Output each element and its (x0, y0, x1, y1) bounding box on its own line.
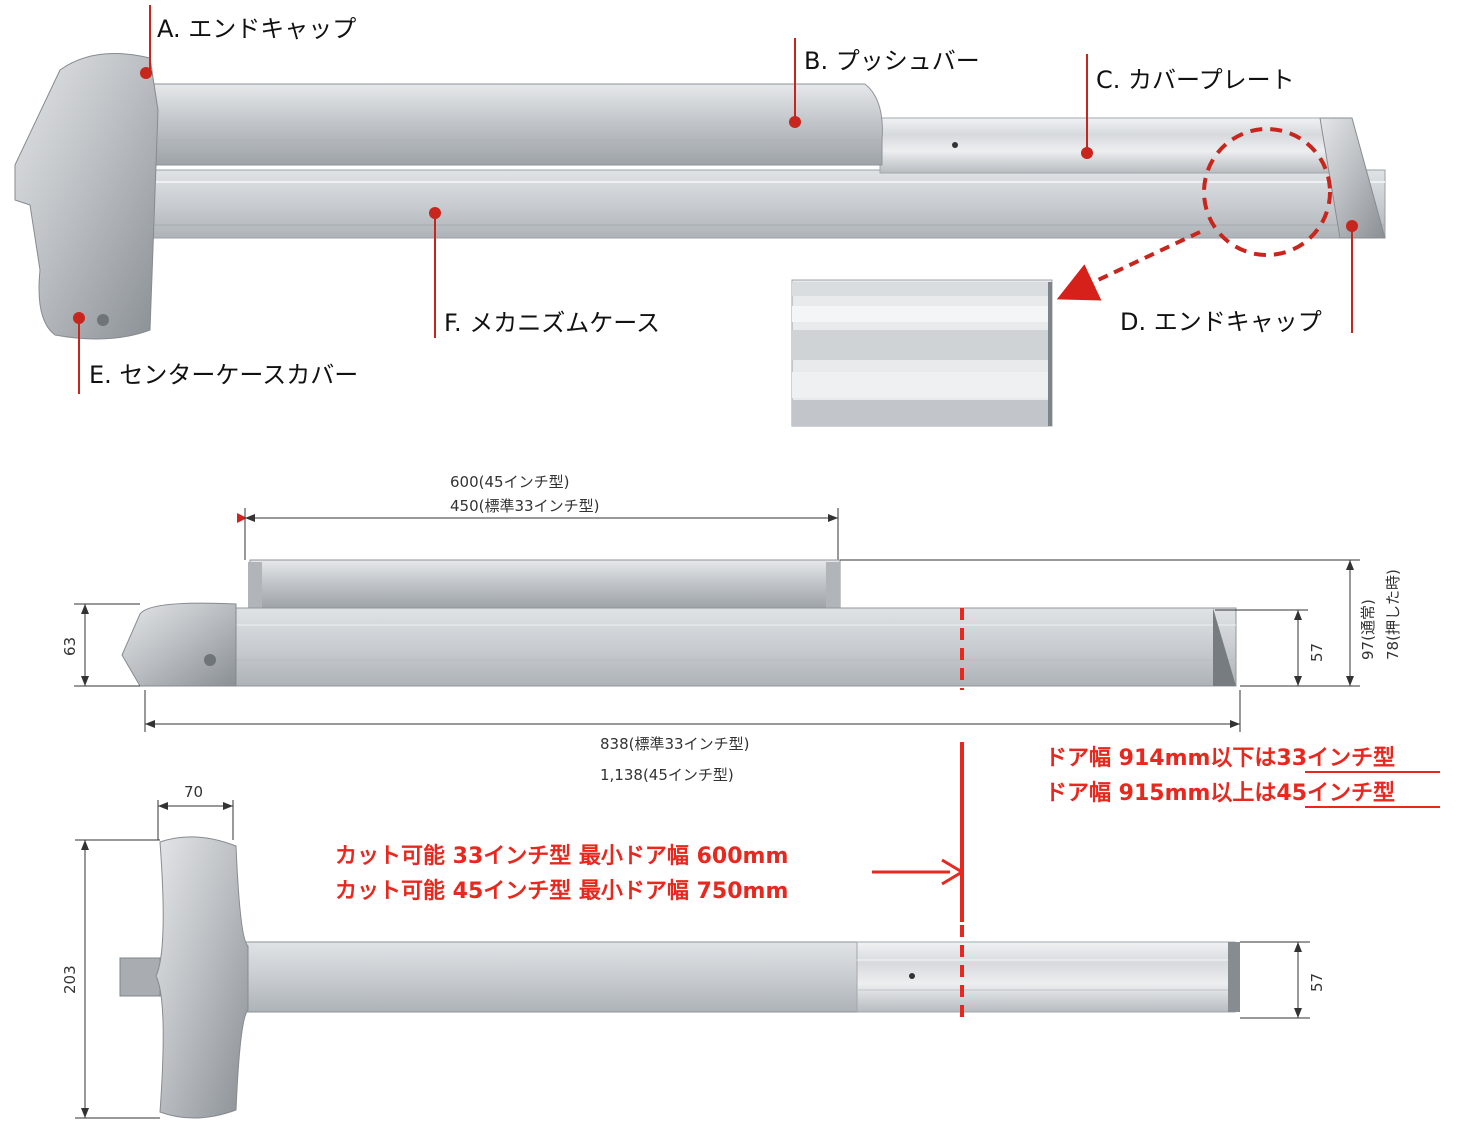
dim-height-97: 97(通常) (1359, 599, 1377, 660)
dim-height-203: 203 (61, 965, 79, 994)
dim-total-45: 1,138(45インチ型) (600, 766, 734, 784)
label-b-push-bar: B. プッシュバー (804, 47, 980, 75)
side-view: 600(45インチ型) 450(標準33インチ型) 63 57 97 (61, 473, 1402, 784)
note-door-915: ドア幅 915mm以上は45インチ型 (1045, 781, 1395, 806)
center-case (14, 53, 159, 340)
note-cut-33: カット可能 33インチ型 最小ドア幅 600mm (335, 843, 788, 869)
top-view: 70 203 カット可能 33インチ型 最小ドア幅 600mm カット可能 45… (61, 742, 1326, 1119)
dim-height-57: 57 (1308, 643, 1326, 662)
label-f-mechanism-case: F. メカニズムケース (444, 309, 660, 337)
dim-bar-std: 450(標準33インチ型) (450, 497, 599, 515)
dim-top-57: 57 (1308, 973, 1326, 992)
dim-height-63: 63 (61, 637, 79, 656)
label-c-cover-plate: C. カバープレート (1096, 66, 1295, 94)
door-width-notes: ドア幅 914mm以下は33インチ型 ドア幅 915mm以上は45インチ型 (1045, 746, 1440, 808)
dim-total-std: 838(標準33インチ型) (600, 735, 749, 753)
dim-bar-45: 600(45インチ型) (450, 473, 569, 491)
label-d-end-cap: D. エンドキャップ (1120, 308, 1322, 336)
cover-plate (879, 117, 1351, 174)
label-e-center-case-cover: E. センターケースカバー (89, 361, 358, 389)
label-a-end-cap: A. エンドキャップ (157, 15, 356, 43)
note-cut-45: カット可能 45インチ型 最小ドア幅 750mm (335, 878, 788, 904)
detail-zoom (791, 279, 1053, 427)
end-cap-right (1319, 117, 1386, 239)
top-illustration: A. エンドキャップ B. プッシュバー C. カバープレート D. エンドキャ… (14, 5, 1386, 427)
mechanism-case (129, 169, 1386, 239)
note-door-914: ドア幅 914mm以下は33インチ型 (1045, 746, 1395, 771)
dim-width-70: 70 (184, 783, 203, 801)
dim-height-78: 78(押した時) (1384, 569, 1402, 660)
push-bar (149, 83, 883, 166)
